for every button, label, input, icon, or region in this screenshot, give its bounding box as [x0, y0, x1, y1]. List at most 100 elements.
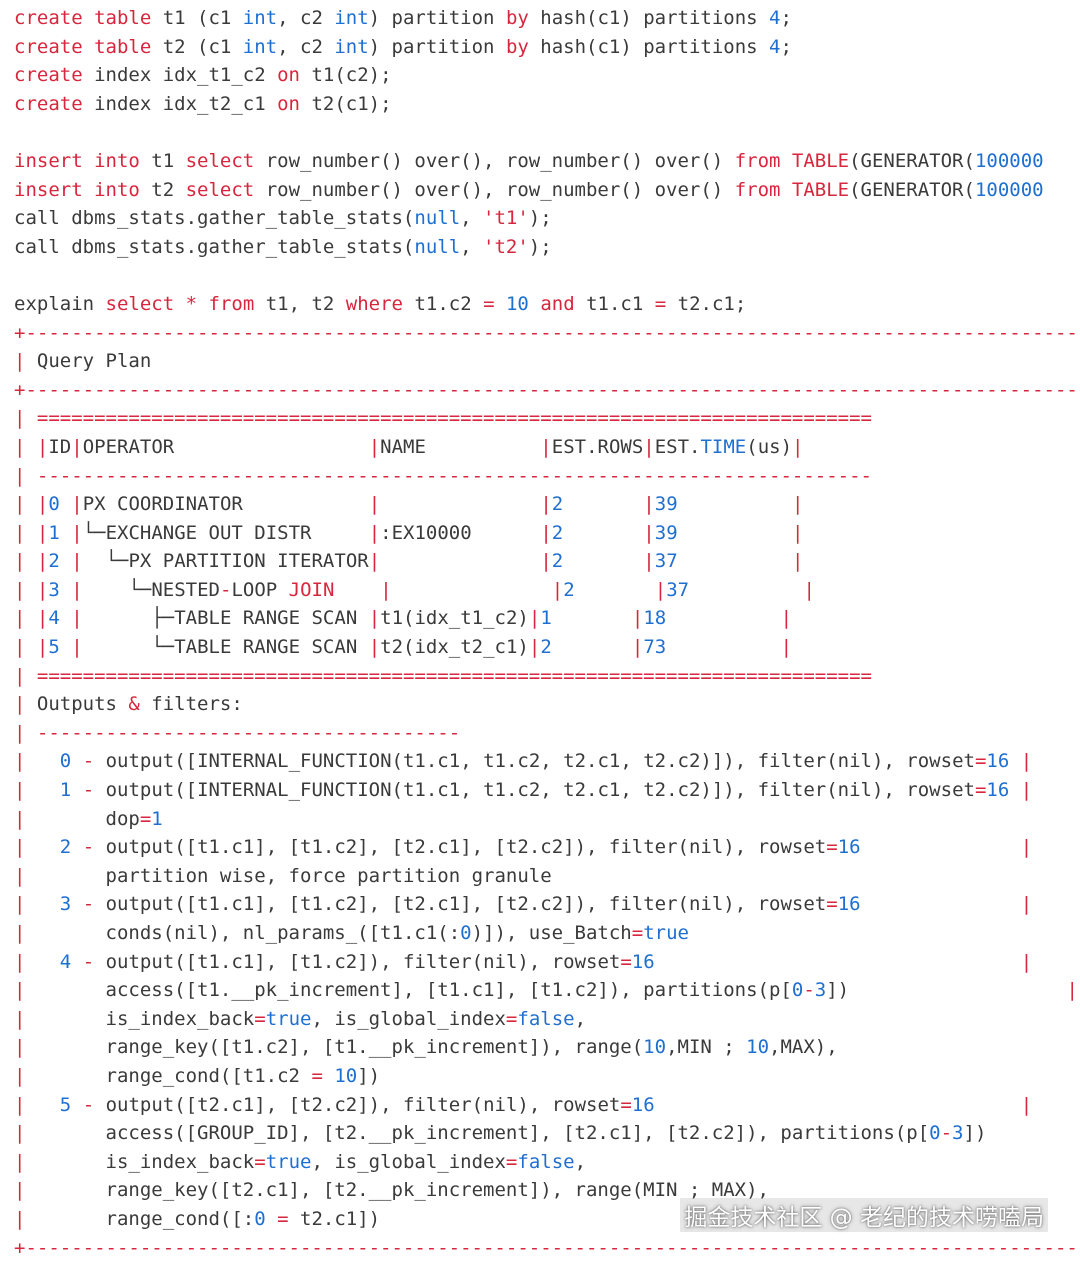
code-line: +---------------------------------------…: [14, 376, 1080, 405]
code-token: row_number() over(), row_number() over(): [254, 178, 735, 201]
code-token: ,: [460, 235, 484, 258]
code-token: [25, 836, 59, 858]
code-token: 100000: [974, 178, 1044, 201]
code-token: |: [1020, 893, 1033, 916]
code-token: [655, 1094, 1021, 1116]
code-token: |: [14, 979, 26, 1002]
code-token: |: [1020, 750, 1033, 773]
code-token: |: [14, 1207, 26, 1230]
code-line: | is_index_back=true, is_global_index=fa…: [14, 1148, 1080, 1177]
code-token: [25, 951, 59, 973]
code-token: |: [36, 493, 49, 516]
code-token: |: [540, 550, 552, 573]
code-token: conds(nil), nl_params_([t1.c1(:: [25, 922, 461, 944]
code-line: | 0 - output([INTERNAL_FUNCTION(t1.c1, t…: [14, 747, 1080, 776]
code-token: 73: [643, 636, 667, 659]
code-token: |: [71, 435, 83, 458]
code-token: [803, 436, 1080, 458]
code-line: | |0 |PX COORDINATOR | |2 |39 | |: [14, 490, 1080, 519]
code-token: range_cond([t1.c2: [25, 1064, 312, 1087]
code-token: |: [14, 950, 26, 973]
code-token: [60, 607, 71, 629]
code-token: by: [505, 7, 529, 29]
code-token: |: [71, 607, 83, 630]
code-token: [1009, 750, 1020, 772]
code-token: |: [528, 636, 541, 659]
code-token: [60, 493, 71, 515]
code-line: | |ID|OPERATOR |NAME |EST.ROWS|EST.TIME(…: [14, 433, 1080, 462]
code-token: |: [71, 636, 83, 659]
code-line: | dop=1 |: [14, 805, 1080, 834]
code-token: [266, 1208, 277, 1230]
code-token: [25, 779, 59, 801]
code-token: 2: [540, 636, 552, 659]
code-token: 10: [643, 1036, 667, 1059]
code-token: [25, 522, 36, 544]
code-token: ;: [780, 35, 792, 58]
code-token: );: [528, 207, 552, 230]
code-token: =: [654, 292, 667, 315]
code-token: output([INTERNAL_FUNCTION(t1.c1, t1.c2, …: [94, 779, 975, 802]
code-token: output([t1.c1], [t1.c2], [t2.c1], [t2.c2…: [94, 836, 827, 859]
code-line: | ======================================…: [14, 662, 1080, 691]
code-token: 1: [59, 779, 72, 802]
code-line: | range_cond([t1.c2 = 10]) |: [14, 1062, 1080, 1091]
code-token: |: [36, 578, 49, 601]
code-line: | Outputs & filters: |: [14, 690, 1080, 719]
code-token: 't1': [483, 207, 529, 230]
code-token: [563, 493, 643, 515]
code-token: 2: [563, 578, 575, 601]
code-line: | |3 | └─NESTED-LOOP JOIN | |2 |37 | |: [14, 576, 1080, 605]
code-line: create table t2 (c1 int, c2 int) partiti…: [14, 33, 1080, 62]
code-token: |: [1078, 1122, 1080, 1144]
code-token: |: [792, 550, 804, 573]
code-token: [197, 293, 208, 315]
code-token: output([INTERNAL_FUNCTION(t1.c1, t1.c2, …: [94, 750, 975, 773]
code-token: |: [14, 721, 26, 744]
code-token: |: [14, 1179, 26, 1202]
code-token: [689, 922, 1080, 944]
code-token: int: [242, 7, 278, 29]
code-line: +---------------------------------------…: [14, 1234, 1080, 1262]
code-token: =: [277, 1207, 289, 1230]
code-token: 3: [59, 893, 72, 916]
code-token: [792, 636, 1080, 658]
code-token: [25, 1094, 59, 1116]
code-token: [803, 550, 1080, 572]
code-token: range_cond([:: [25, 1207, 255, 1230]
code-token: |: [36, 521, 49, 544]
code-token: =: [254, 1150, 266, 1173]
code-token: |: [14, 922, 26, 944]
code-token: [323, 1065, 334, 1087]
code-token: |: [14, 1064, 26, 1087]
code-token: [1009, 779, 1020, 801]
code-token: 3: [814, 979, 827, 1002]
code-token: |: [36, 435, 49, 458]
code-token: 0: [791, 979, 804, 1002]
code-token: [392, 579, 552, 601]
code-token: |: [14, 464, 26, 487]
code-token: );: [528, 235, 552, 258]
code-token: └─TABLE RANGE SCAN: [82, 636, 369, 659]
code-token: └─NESTED: [82, 578, 220, 601]
code-token: |: [14, 1122, 26, 1145]
code-token: =: [974, 779, 987, 802]
code-token: null: [414, 207, 461, 230]
code-token: EST.ROWS: [551, 435, 644, 458]
code-token: where: [345, 292, 403, 315]
code-token: ,: [574, 1007, 1080, 1030]
code-token: |: [36, 607, 49, 630]
code-token: null: [414, 235, 461, 258]
code-token: 16: [837, 893, 861, 916]
code-token: [780, 179, 791, 201]
code-token: =: [483, 292, 495, 315]
code-token: |: [14, 1150, 26, 1173]
code-token: └─PX PARTITION ITERATOR: [82, 550, 369, 573]
code-token: OPERATOR: [82, 435, 369, 458]
code-token: ;: [780, 7, 792, 29]
code-token: 2: [551, 550, 564, 573]
code-token: 1: [540, 607, 552, 630]
code-token: 4: [48, 607, 60, 630]
code-token: insert into: [14, 149, 140, 172]
code-token: [25, 607, 36, 629]
